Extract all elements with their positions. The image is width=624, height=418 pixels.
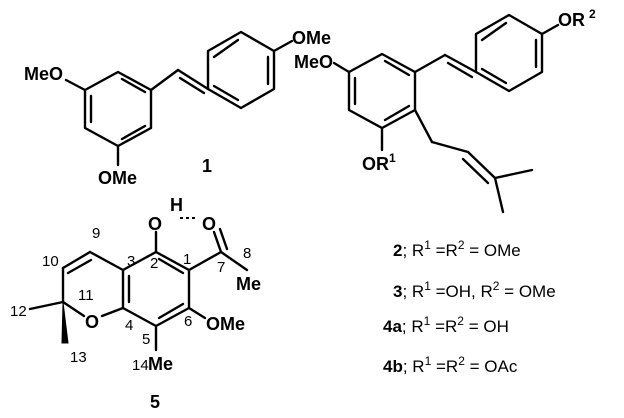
compound-1-number: 1 [202,156,212,176]
compound-5-locant-5: 5 [142,331,150,348]
compound-5-structure: O H O O OMe Me Me 1 2 3 4 5 6 7 8 9 10 1… [10,195,261,412]
compound-5-pyran-ring [28,250,125,344]
compound-5-acetyl-group [187,227,249,272]
compound-5-locant-9: 9 [92,225,100,242]
legend-row-3: 3; R1 =OH, R2 = OMe [393,279,556,301]
compound-2-left-ring [332,52,417,152]
compound-5-c6-ome-bond [187,306,207,320]
compound-1-ome-bottom: OMe [98,168,137,188]
compound-5-oh-h: H [170,195,183,215]
compound-2-vinyl-linker [413,53,478,79]
compound-1-meo-left: MeO [24,64,63,84]
compound-2-right-ring [474,13,560,93]
compound-1-left-ring [64,70,153,167]
compound-5-oh-o: O [148,214,162,234]
compound-5-locant-7: 7 [217,259,225,276]
compound-2-or1: OR1 [362,151,396,174]
compound-5-number: 5 [150,392,160,412]
compound-5-me-c14: Me [148,354,173,374]
compound-5-locant-13: 13 [70,349,87,366]
legend-row-4a: 4a; R1 =R2 = OH [383,314,509,336]
compound-5-locant-4: 4 [125,317,133,334]
compound-1-structure: OMe MeO OMe 1 [24,28,331,188]
compound-5-locant-2: 2 [150,255,158,272]
compound-1-ome-top: OMe [292,28,331,48]
compound-1-right-ring [206,30,294,110]
substituent-legend: 2; R1 =R2 = OMe 3; R1 =OH, R2 = OMe 4a; … [383,238,556,376]
compound-5-ring-o: O [85,312,99,332]
compound-5-locant-14: 14 [132,357,149,374]
compound-2-prenyl-chain [413,108,534,214]
compound-5-carbonyl-o: O [202,214,216,234]
compound-5-locant-6: 6 [184,313,192,330]
compound-5-locant-11: 11 [78,287,94,304]
compound-5-ome: OMe [206,314,245,334]
compound-5-me-acetyl: Me [236,274,261,294]
compound-1-vinyl-linker [149,68,210,95]
compound-5-locant-8: 8 [243,245,251,262]
compound-5-locant-10: 10 [42,253,59,270]
legend-row-4b: 4b; R1 =R2 = OAc [383,354,518,376]
compound-5-locant-12: 12 [10,303,27,320]
legend-row-2: 2; R1 =R2 = OMe [393,238,521,260]
compound-5-locant-3: 3 [127,253,135,270]
compound-5-locant-1: 1 [183,251,191,268]
compound-2-meo: MeO [294,52,333,72]
